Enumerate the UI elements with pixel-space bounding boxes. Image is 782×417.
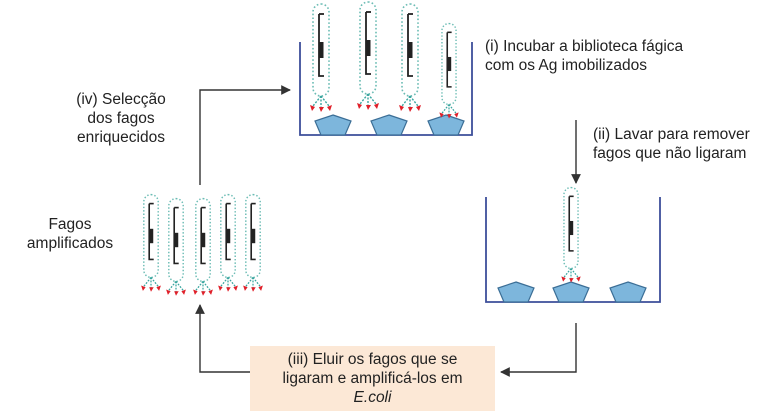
step3-line3: E.coli [353,389,392,406]
right-well [485,186,661,303]
arrow-step4 [199,85,291,185]
phage-icon [438,22,460,120]
phage-icon [398,3,422,113]
phage-icon [242,193,264,293]
phage-icon [560,186,582,284]
amplified-line2: amplificados [26,235,114,252]
antigen-top-1 [314,114,352,136]
antigen-right-2 [552,281,590,303]
step3-label: (iii) Eluir os fagos que se ligaram e am… [250,346,495,411]
phage-icon [356,1,380,111]
antigen-right-1 [497,281,535,303]
step1-line2: com os Ag imobilizados [485,57,647,74]
amplified-label: Fagos amplificados [20,215,120,253]
amplified-line1: Fagos [48,216,92,233]
step2-label: (ii) Lavar para remover fagos que não li… [593,125,750,163]
arrow-step3 [500,323,577,377]
step4-line2: dos fagos [87,110,155,127]
phage-icon [165,197,187,297]
top-well [299,42,473,136]
arrow-step3-left [195,304,254,373]
step4-line3: enriquecidos [77,129,165,146]
step3-line2: ligaram e amplificá-los em [282,370,463,387]
phages-amplified [140,193,264,297]
step4-label: (iv) Selecção dos fagos enriquecidos [60,90,182,147]
step1-label: (i) Incubar a biblioteca fágica com os A… [485,37,683,75]
step4-line1: (iv) Selecção [76,91,166,108]
phage-icon [217,193,239,293]
step3-line1: (iii) Eluir os fagos que se [287,351,458,368]
antigen-top-2 [370,114,408,136]
antigen-top-3 [427,114,465,136]
antigen-right-3 [609,281,647,303]
phage-icon [192,197,214,297]
phages-top [309,1,460,120]
step2-line2: fagos que não ligaram [593,145,747,162]
step1-line1: (i) Incubar a biblioteca fágica [485,38,684,55]
flow-arrows [195,85,581,377]
phage-icon [309,3,333,113]
step2-line1: (ii) Lavar para remover [593,126,750,143]
phage-icon [140,193,162,293]
